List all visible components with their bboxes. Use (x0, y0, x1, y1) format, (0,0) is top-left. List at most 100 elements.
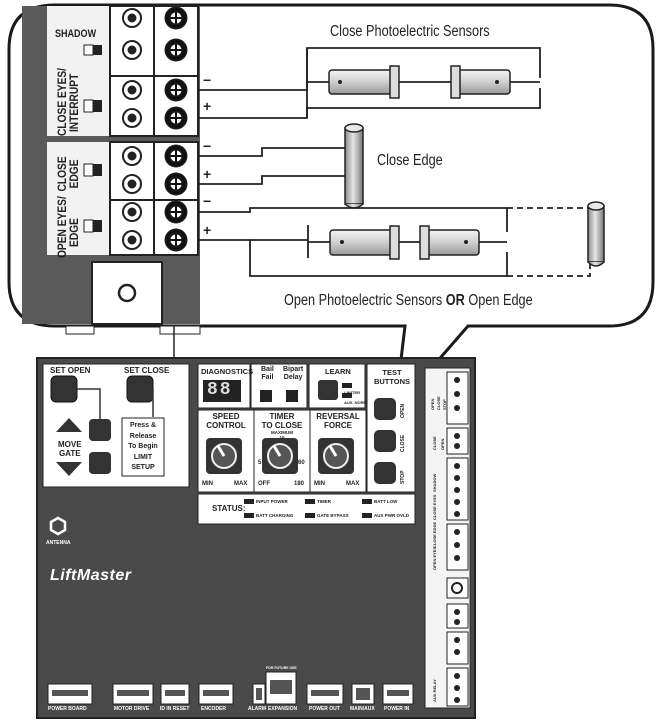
open-eyes-line2: EDGE (67, 218, 81, 247)
conn-power-board: POWER BOARD (48, 706, 87, 712)
learn-opt-1: LIMITER (344, 390, 360, 395)
set-close-button (126, 375, 154, 403)
timer-knob (262, 438, 298, 474)
conn-main-aux: MAIN/AUX (350, 706, 375, 712)
force-line1: REVERSAL (316, 412, 360, 421)
learn-label: LEARN (325, 367, 351, 376)
rt-close-eyes: CLOSE EYES (432, 494, 437, 520)
open-sensors-or-edge-label: Open Photoelectric Sensors OR Open Edge (284, 292, 533, 310)
move-gate-line1: MOVE (58, 440, 82, 449)
expansion-top-label: FOR FUTURE USE (266, 666, 297, 670)
bail-fail-label: Bail Fail (261, 366, 274, 382)
press-release-label: Press & Release To Begin LIMIT SETUP (124, 421, 162, 474)
conn-motor-drive: MOTOR DRIVE (114, 706, 150, 712)
timer-line2: TO CLOSE (261, 421, 303, 430)
status-timer: TIMER (317, 499, 331, 504)
open-eyes-wiring (198, 207, 508, 277)
test-close-label: CLOSE (400, 434, 406, 452)
status-batt-charging: BATT CHARGING (256, 513, 294, 518)
rt-open: OPEN (430, 398, 435, 410)
timer-sixty: 60 (298, 460, 305, 466)
rt-close-edge: CLOSE EDGE (432, 521, 437, 548)
screw-right-column (164, 6, 188, 252)
diagnostics-display: 88 (207, 380, 233, 400)
liftmaster-logo: LiftMaster (50, 567, 132, 584)
status-batt-low: BATT LOW (374, 499, 398, 504)
move-gate-buttons (56, 418, 111, 476)
bipart-line1: Bipart (283, 366, 304, 373)
callout-switches (83, 44, 102, 233)
bail-line1: Bail (261, 366, 274, 373)
close-eyes-plus: + (203, 98, 212, 114)
bipart-line2: Delay (283, 374, 303, 381)
reversal-force-label: REVERSAL FORCE (312, 412, 364, 430)
close-photo-sensor-2 (450, 65, 511, 99)
close-edge-label: Close Edge (377, 152, 443, 169)
set-close-label: SET CLOSE (124, 366, 170, 375)
press-line2: Release (129, 432, 157, 440)
close-edge-wiring (198, 147, 357, 185)
open-photo-sensor-2 (419, 225, 480, 260)
rt-shadow: SHADOW (432, 473, 437, 492)
timer-five: 5 (258, 460, 262, 466)
status-aux-pwr: AUX PWR OVLD (374, 513, 410, 518)
timer-off: OFF (258, 481, 270, 487)
status-input-power: INPUT POWER (256, 499, 288, 504)
force-min: MIN (314, 481, 325, 487)
speed-knob (206, 438, 242, 474)
rt-open-2: OPEN (440, 438, 445, 450)
conn-expansion: EXPANSION (268, 706, 298, 712)
test-open-label: OPEN (400, 403, 406, 418)
move-gate-label: MOVE GATE (58, 440, 82, 458)
timer-line1: TIMER (269, 412, 295, 421)
test-buttons-label: TEST BUTTONS (372, 368, 412, 386)
close-eyes-label: CLOSE EYES/ INTERRUPT (55, 68, 81, 136)
learn-options: LIMITER AUX. NORM (344, 388, 367, 408)
open-photo-sensor-1 (329, 225, 400, 260)
test-line2: BUTTONS (373, 377, 411, 386)
speed-control-label: SPEED CONTROL (200, 412, 252, 430)
screw-left-column (122, 8, 142, 250)
conn-power-out: POWER OUT (309, 706, 340, 712)
bipart-label: Bipart Delay (283, 366, 303, 382)
timer-max-line2: 10 (279, 435, 285, 440)
set-open-button (50, 375, 78, 403)
open-eyes-plus: + (203, 222, 212, 238)
conn-id-reset: ID IN RESET (160, 706, 190, 712)
antenna-label: ANTENNA (46, 540, 71, 546)
rt-close: CLOSE (436, 396, 441, 410)
rt-open-eyes: OPEN EYES (432, 546, 437, 570)
test-line1: TEST (382, 368, 402, 377)
timer-180: 180 (294, 481, 305, 487)
speed-max: MAX (234, 481, 248, 487)
close-edge-plus: + (203, 166, 212, 182)
diagnostics-label: DIAGNOSTICS (201, 367, 254, 376)
bail-line2: Fail (261, 374, 274, 381)
status-label: STATUS: (212, 504, 246, 513)
rt-aux-relay: AUX RELAY (432, 679, 437, 702)
press-line5: SETUP (131, 464, 155, 471)
close-edge-device (344, 123, 364, 209)
rt-close-2: CLOSE (432, 436, 437, 450)
close-photo-sensor-1 (328, 65, 400, 99)
close-eyes-line2: INTERRUPT (67, 73, 81, 133)
close-photo-wiring (198, 47, 541, 119)
open-label-or: OR (445, 292, 465, 309)
status-gate-bypass: GATE BYPASS (317, 513, 349, 518)
conn-encoder: ENCODER (201, 706, 227, 712)
open-label-part-a: Open Photoelectric Sensors (284, 292, 446, 309)
learn-opt-2: AUX. NORM (344, 400, 367, 405)
speed-line1: SPEED (212, 412, 240, 421)
timer-max-line1: MAXIMUM (271, 430, 293, 435)
open-eyes-label: OPEN EYES/ EDGE (55, 196, 81, 258)
shadow-label: SHADOW (55, 28, 97, 40)
force-max: MAX (346, 481, 360, 487)
set-open-label: SET OPEN (50, 366, 91, 375)
speed-line2: CONTROL (206, 421, 246, 430)
press-line3: To Begin (128, 443, 158, 450)
open-edge-dashed (507, 207, 591, 277)
move-gate-line2: GATE (58, 449, 81, 458)
close-edge-term-label: CLOSE EDGE (55, 152, 81, 196)
